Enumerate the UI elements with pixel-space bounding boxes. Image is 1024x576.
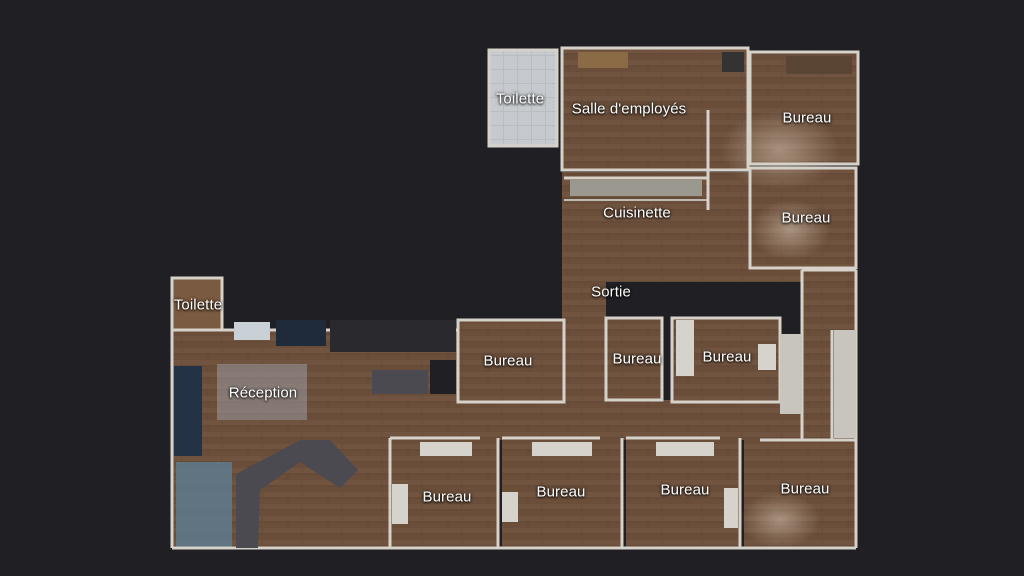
room-label-cuisinette[interactable]: Cuisinette <box>603 204 671 222</box>
room-bureau-small[interactable] <box>606 318 662 400</box>
room-label-toilette-left[interactable]: Toilette <box>173 296 223 314</box>
room-bureau-s2[interactable] <box>502 438 622 548</box>
furniture <box>174 52 856 548</box>
room-label-salle-employes[interactable]: Salle d'employés <box>571 100 687 118</box>
room-label-bureau-mid-right[interactable]: Bureau <box>702 348 752 366</box>
corridor-sortie[interactable] <box>562 270 606 410</box>
room-label-sortie[interactable]: Sortie <box>591 283 631 301</box>
room-label-bureau-mid[interactable]: Bureau <box>483 352 533 370</box>
room-bureau-mid[interactable] <box>458 320 564 402</box>
room-label-reception[interactable]: Réception <box>228 384 298 402</box>
room-label-bureau-ne1[interactable]: Bureau <box>782 109 832 127</box>
room-label-bureau-ne2[interactable]: Bureau <box>781 209 831 227</box>
room-bureau-s3[interactable] <box>626 438 740 548</box>
room-salle-employes[interactable] <box>562 48 747 170</box>
room-toilette-top[interactable] <box>489 50 557 146</box>
room-label-bureau-small[interactable]: Bureau <box>612 350 662 368</box>
room-label-bureau-s4[interactable]: Bureau <box>780 480 830 498</box>
room-label-bureau-s3[interactable]: Bureau <box>660 481 710 499</box>
room-label-bureau-s1[interactable]: Bureau <box>422 488 472 506</box>
room-label-toilette-top[interactable]: Toilette <box>495 90 545 108</box>
room-toilette-left[interactable] <box>172 278 222 330</box>
room-label-bureau-s2[interactable]: Bureau <box>536 483 586 501</box>
